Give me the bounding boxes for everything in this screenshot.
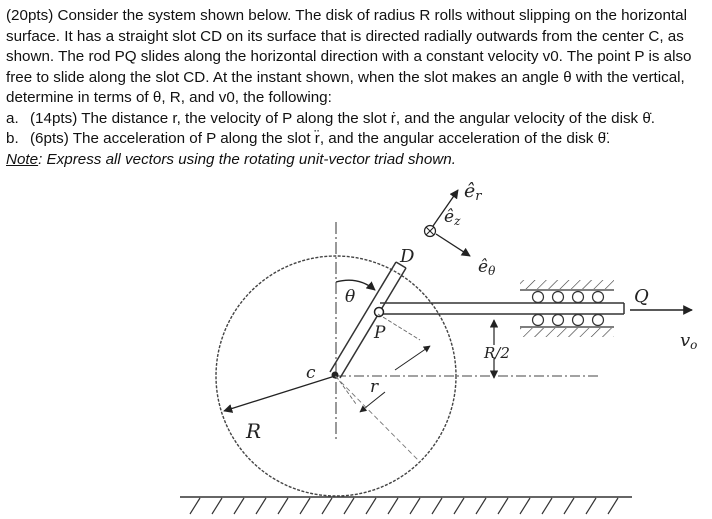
- theta-arc-arrow: [335, 279, 376, 291]
- note-label: Note: [6, 150, 39, 168]
- r-dimension-upper: [394, 345, 431, 371]
- problem-statement: (20pts) Consider the system shown below.…: [6, 6, 706, 170]
- part-a: a. (14pts) The distance r, the velocity o…: [6, 109, 706, 130]
- theta-label: θ: [345, 287, 355, 307]
- slot-cd: [329, 261, 407, 379]
- part-b-text: (6pts) The acceleration of P along the s…: [30, 130, 611, 147]
- er-arrow: [432, 189, 459, 227]
- note: Note: Express all vectors using the rota…: [6, 150, 706, 171]
- radius-arrow: [223, 375, 336, 413]
- er-label: êr: [464, 180, 482, 204]
- point-p: [373, 306, 385, 318]
- slot-extension-line: [334, 375, 421, 463]
- bearing-bottom: [520, 313, 614, 337]
- ground: [180, 496, 632, 515]
- part-b: b. (6pts) The acceleration of P along the…: [6, 129, 706, 150]
- part-b-marker: b.: [6, 130, 19, 147]
- half-r-label: R/2: [483, 344, 510, 362]
- etheta-label: êθ: [478, 257, 496, 278]
- c-label: c: [306, 363, 316, 383]
- r-extension-line: [377, 313, 421, 341]
- part-a-text: (14pts) The distance r, the velocity of …: [30, 109, 656, 127]
- part-a-marker: a.: [6, 109, 19, 127]
- rod-pq: [380, 302, 625, 315]
- etheta-arrow: [435, 233, 471, 257]
- r-label: r: [370, 377, 379, 397]
- r-dimension-lower: [359, 391, 386, 413]
- note-text: : Express all vectors using the rotating…: [38, 150, 456, 168]
- bearing-top: [520, 280, 614, 304]
- d-label: D: [399, 246, 415, 267]
- disk: [215, 255, 457, 497]
- p-label: P: [373, 323, 386, 343]
- q-label: Q: [634, 286, 649, 307]
- r-extension-line-2: [335, 375, 357, 405]
- v0-label: vo: [680, 330, 697, 352]
- radius-label: R: [245, 419, 261, 443]
- unit-vector-triad: [423, 189, 471, 257]
- ez-label: êz: [444, 207, 461, 228]
- problem-paragraph: (20pts) Consider the system shown below.…: [6, 7, 692, 106]
